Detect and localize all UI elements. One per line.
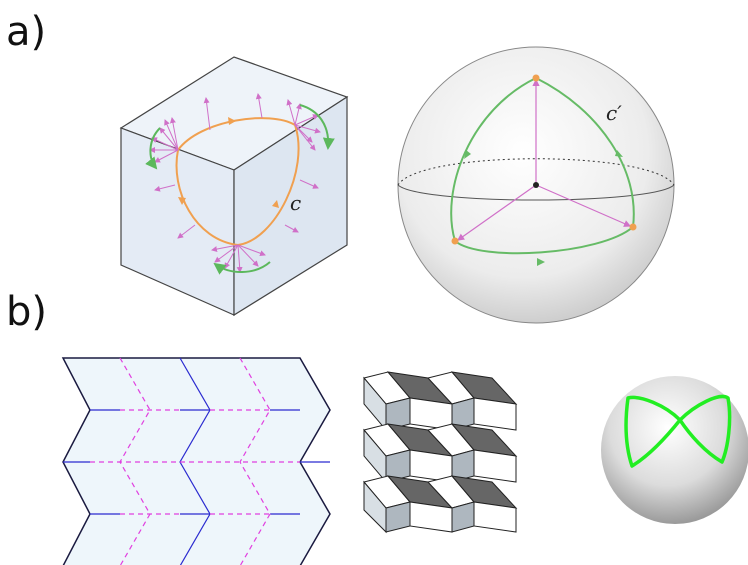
curve-c-prime-arrow xyxy=(537,258,545,266)
curve-c-arrow xyxy=(272,200,279,208)
sphere-radii xyxy=(457,78,632,241)
curve-c-arrow xyxy=(178,197,186,205)
cube-right-face xyxy=(233,95,348,317)
equator-front xyxy=(397,184,675,201)
panel-label-a: a) xyxy=(6,9,47,55)
small-gauss-sphere xyxy=(601,376,748,524)
curve-c-arrow xyxy=(228,117,236,125)
vertex-dot xyxy=(532,74,540,82)
panel-label-b: b) xyxy=(6,289,47,335)
curve-c-label: c xyxy=(290,191,301,215)
curve-c-prime-label: c′ xyxy=(606,101,622,125)
folded-sheet xyxy=(363,371,518,534)
curve-c-prime-arrow xyxy=(464,150,471,159)
vertex-dot xyxy=(451,237,459,245)
mountain-folds xyxy=(90,357,300,565)
vertex-dot xyxy=(629,223,637,231)
curve-c-prime xyxy=(450,76,635,255)
curve-c xyxy=(175,117,300,247)
rotation-arrow xyxy=(213,261,271,275)
curve-c-prime-arrow xyxy=(615,150,623,157)
rotation-arrow xyxy=(145,127,161,170)
crease-pattern xyxy=(61,357,331,565)
gauss-sphere: c′ xyxy=(397,46,675,324)
sphere-center xyxy=(533,182,539,188)
normal-vectors xyxy=(149,93,321,273)
bowtie-curve xyxy=(624,394,732,468)
rotation-arrow xyxy=(299,104,335,150)
small-sphere-body xyxy=(601,376,748,524)
cube-diagram: c xyxy=(119,56,349,317)
